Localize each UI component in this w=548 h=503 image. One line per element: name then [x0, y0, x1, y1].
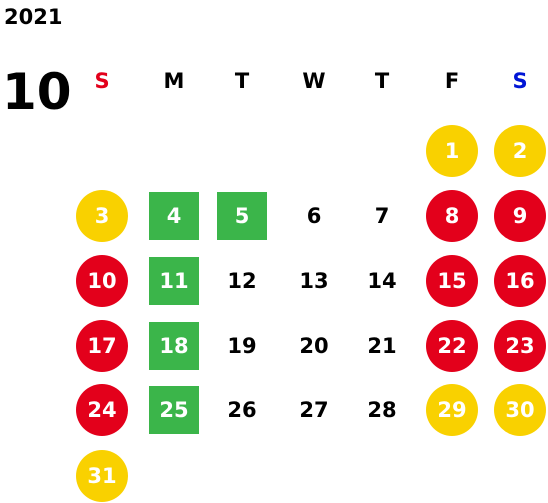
day-cell[interactable]: 17 — [76, 320, 128, 372]
day-cell[interactable]: 3 — [76, 190, 128, 242]
day-cell[interactable]: 26 — [227, 398, 257, 422]
day-cell[interactable]: 24 — [76, 384, 128, 436]
weekday-label: T — [374, 69, 390, 93]
day-cell[interactable]: 23 — [494, 320, 546, 372]
weekday-label: T — [234, 69, 250, 93]
day-cell[interactable]: 19 — [227, 334, 257, 358]
day-cell[interactable]: 6 — [306, 204, 322, 228]
day-cell[interactable]: 25 — [149, 386, 199, 434]
day-cell[interactable]: 14 — [367, 269, 397, 293]
weekday-label: S — [512, 69, 528, 93]
day-cell[interactable]: 9 — [494, 190, 546, 242]
day-cell[interactable]: 8 — [426, 190, 478, 242]
day-cell[interactable]: 2 — [494, 125, 546, 177]
day-cell[interactable]: 13 — [299, 269, 329, 293]
day-cell[interactable]: 1 — [426, 125, 478, 177]
weekday-label: F — [444, 69, 460, 93]
day-cell[interactable]: 30 — [494, 384, 546, 436]
day-cell[interactable]: 11 — [149, 257, 199, 305]
day-cell[interactable]: 31 — [76, 450, 128, 502]
day-cell[interactable]: 12 — [227, 269, 257, 293]
day-cell[interactable]: 18 — [149, 322, 199, 370]
weekday-label: W — [302, 69, 326, 93]
weekday-label: M — [163, 69, 185, 93]
month-label: 10 — [2, 63, 72, 121]
day-cell[interactable]: 7 — [374, 204, 390, 228]
day-cell[interactable]: 10 — [76, 255, 128, 307]
day-cell[interactable]: 15 — [426, 255, 478, 307]
weekday-label: S — [94, 69, 110, 93]
day-cell[interactable]: 29 — [426, 384, 478, 436]
day-cell[interactable]: 5 — [217, 192, 267, 240]
day-cell[interactable]: 28 — [367, 398, 397, 422]
day-cell[interactable]: 20 — [299, 334, 329, 358]
day-cell[interactable]: 16 — [494, 255, 546, 307]
year-label: 2021 — [4, 5, 63, 29]
day-cell[interactable]: 4 — [149, 192, 199, 240]
day-cell[interactable]: 21 — [367, 334, 397, 358]
day-cell[interactable]: 22 — [426, 320, 478, 372]
day-cell[interactable]: 27 — [299, 398, 329, 422]
